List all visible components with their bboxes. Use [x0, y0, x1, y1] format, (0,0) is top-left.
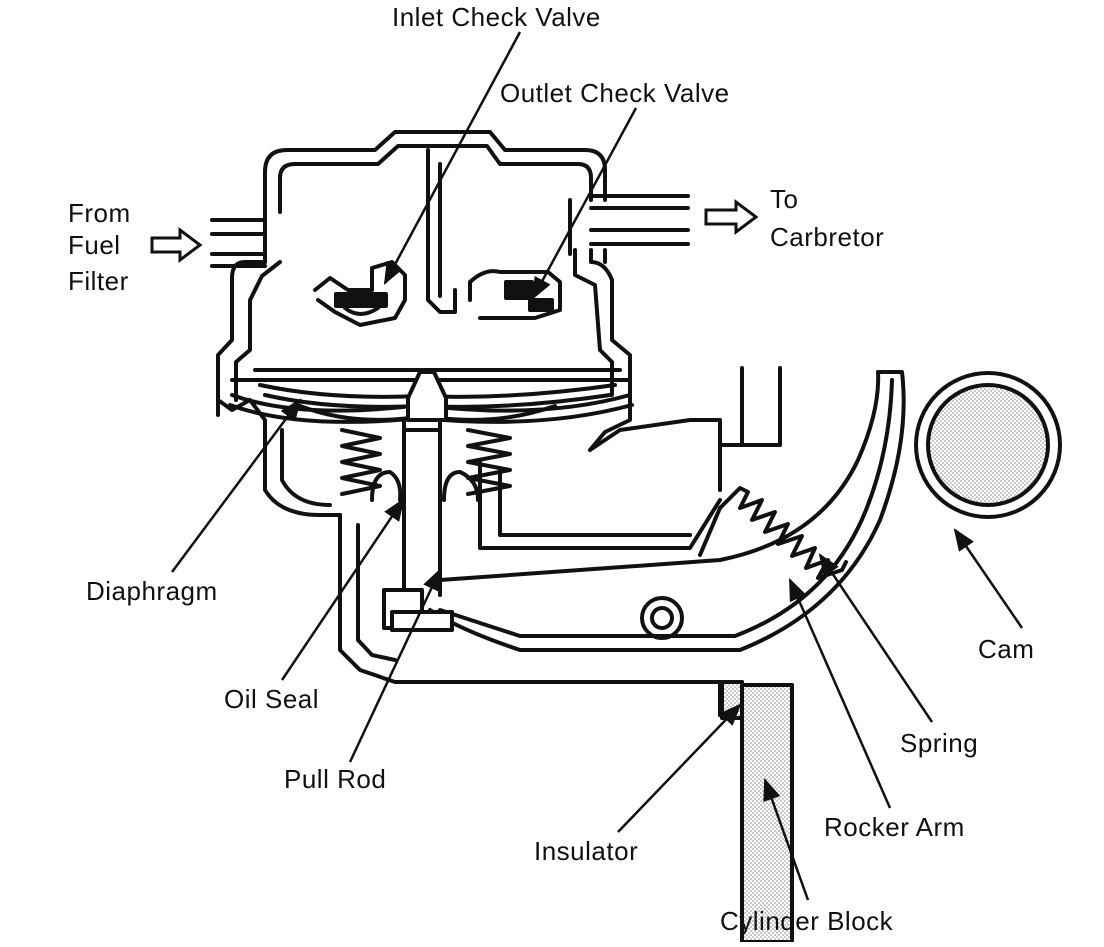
label-filter: Filter [68, 266, 129, 296]
label-from: From [68, 198, 131, 228]
inlet-check-valve [313, 260, 407, 327]
label-spring: Spring [900, 728, 979, 758]
label-cam: Cam [978, 634, 1035, 664]
label-fuel: Fuel [68, 230, 121, 260]
leader-insulator [617, 703, 742, 833]
leader-lines [170, 31, 1024, 901]
pull-rod [402, 370, 448, 597]
leader-oil-seal [280, 498, 405, 681]
leader-outlet-check-valve [531, 107, 638, 300]
label-pull-rod: Pull Rod [284, 764, 387, 794]
outlet-pipe [568, 194, 690, 256]
label-insulator: Insulator [534, 836, 639, 866]
pull-rod-pin [382, 588, 454, 632]
label-carbretor: Carbretor [770, 222, 885, 252]
leader-cam [953, 528, 1024, 629]
cylinder-block [718, 680, 794, 944]
label-inlet-check-valve: Inlet Check Valve [392, 2, 601, 32]
rocker-spring [698, 486, 848, 580]
inflow-arrow [150, 227, 203, 263]
label-cylinder-block: Cylinder Block [720, 906, 894, 936]
leader-spring [818, 553, 934, 723]
lower-body [338, 366, 782, 717]
label-to: To [770, 184, 799, 214]
label-oil-seal: Oil Seal [224, 684, 320, 714]
leader-diaphragm [170, 398, 302, 573]
oil-seal [370, 470, 480, 502]
leader-pull-rod [348, 567, 442, 763]
cam [914, 371, 1062, 519]
label-rocker-arm: Rocker Arm [824, 812, 965, 842]
label-diaphragm: Diaphragm [86, 576, 218, 606]
leader-inlet-check-valve [383, 31, 522, 285]
outlet-check-valve [468, 269, 562, 320]
diaphragm-spring [340, 428, 512, 496]
leader-rocker-arm [788, 577, 892, 809]
upper-chamber-housing [216, 130, 632, 417]
label-outlet-check-valve: Outlet Check Valve [500, 78, 730, 108]
inlet-pipe [210, 210, 267, 268]
outflow-arrow [704, 199, 759, 235]
rocker-arm [428, 370, 906, 652]
leader-cylinder-block [763, 777, 810, 901]
